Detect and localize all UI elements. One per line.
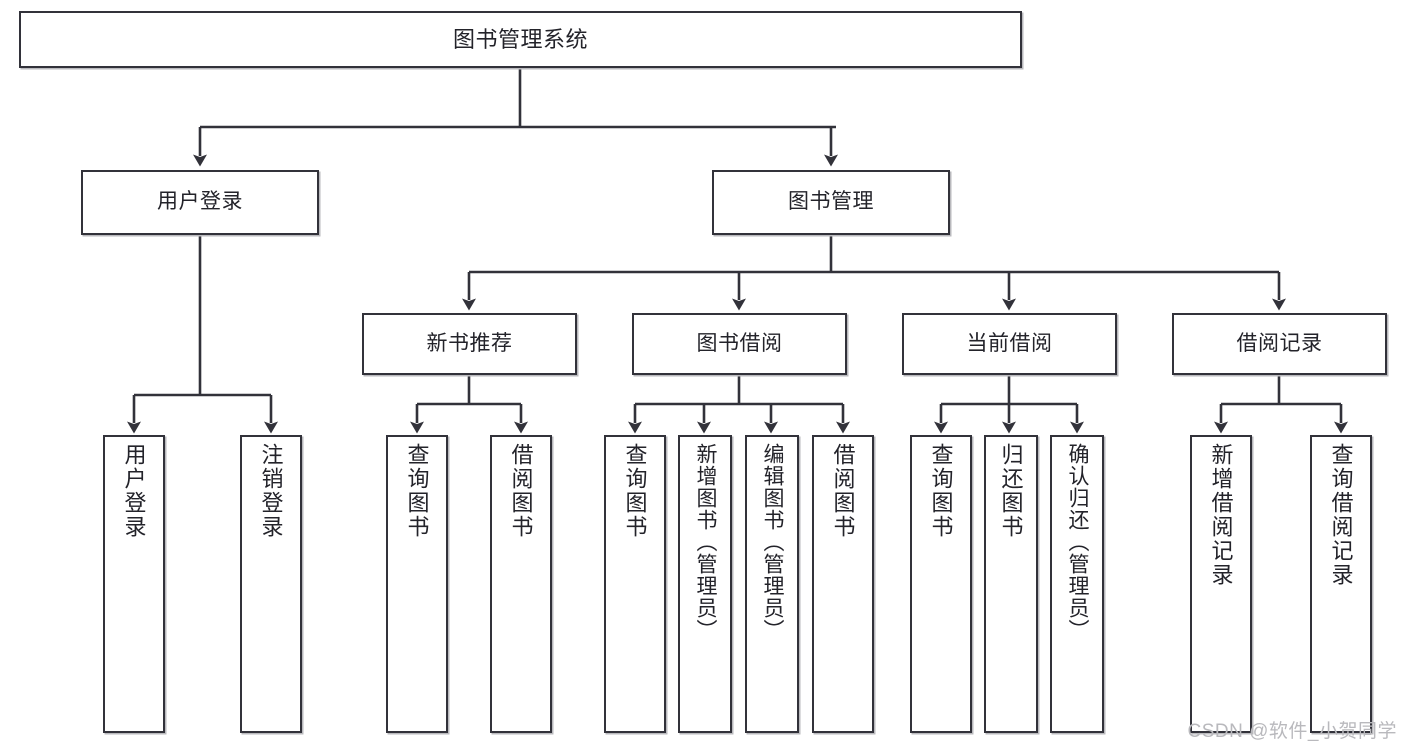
leaf-borrow-book-label: 借阅图书 xyxy=(830,443,856,539)
node-borrow-record[interactable]: 借阅记录 xyxy=(1172,313,1387,375)
leaf-query-borrow-record[interactable]: 查询借阅记录 xyxy=(1310,435,1372,733)
leaf-borrow-book-rec-label: 借阅图书 xyxy=(508,443,534,539)
node-book-borrow-label: 图书借阅 xyxy=(696,331,783,355)
leaf-edit-book-admin-label: 编辑图书（管理员） xyxy=(761,443,785,641)
leaf-borrow-book-rec[interactable]: 借阅图书 xyxy=(490,435,552,733)
node-book-management-label: 图书管理 xyxy=(788,190,874,214)
leaf-query-book-borrow[interactable]: 查询图书 xyxy=(604,435,666,733)
leaf-user-login[interactable]: 用户登录 xyxy=(103,435,165,733)
leaf-query-book-borrow-label: 查询图书 xyxy=(622,443,648,539)
leaf-add-book-admin[interactable]: 新增图书（管理员） xyxy=(678,435,732,733)
node-root[interactable]: 图书管理系统 xyxy=(19,11,1022,68)
leaf-logout-label: 注销登录 xyxy=(258,443,284,539)
node-book-management[interactable]: 图书管理 xyxy=(712,170,950,235)
watermark: CSDN @软件_小贺同学 xyxy=(1187,721,1397,742)
node-user-login-label: 用户登录 xyxy=(157,190,243,214)
leaf-return-book-label: 归还图书 xyxy=(998,443,1024,539)
leaf-edit-book-admin[interactable]: 编辑图书（管理员） xyxy=(745,435,799,733)
node-new-book-recommend-label: 新书推荐 xyxy=(426,331,513,355)
leaf-add-borrow-record-label: 新增借阅记录 xyxy=(1208,443,1234,587)
leaf-return-book[interactable]: 归还图书 xyxy=(984,435,1038,733)
leaf-add-book-admin-label: 新增图书（管理员） xyxy=(694,443,718,641)
leaf-query-book-current[interactable]: 查询图书 xyxy=(910,435,972,733)
node-user-login[interactable]: 用户登录 xyxy=(81,170,319,235)
leaf-user-login-label: 用户登录 xyxy=(121,443,147,539)
node-new-book-recommend[interactable]: 新书推荐 xyxy=(362,313,577,375)
node-book-borrow[interactable]: 图书借阅 xyxy=(632,313,847,375)
leaf-query-book-current-label: 查询图书 xyxy=(928,443,954,539)
leaf-logout[interactable]: 注销登录 xyxy=(240,435,302,733)
leaf-query-book-rec-label: 查询图书 xyxy=(404,443,430,539)
node-current-borrow-label: 当前借阅 xyxy=(966,331,1053,355)
node-borrow-record-label: 借阅记录 xyxy=(1236,331,1323,355)
leaf-borrow-book[interactable]: 借阅图书 xyxy=(812,435,874,733)
leaf-add-borrow-record[interactable]: 新增借阅记录 xyxy=(1190,435,1252,733)
node-root-label: 图书管理系统 xyxy=(452,26,588,52)
leaf-confirm-return-admin-label: 确认归还（管理员） xyxy=(1066,443,1090,641)
leaf-query-book-rec[interactable]: 查询图书 xyxy=(386,435,448,733)
leaf-confirm-return-admin[interactable]: 确认归还（管理员） xyxy=(1050,435,1104,733)
leaf-query-borrow-record-label: 查询借阅记录 xyxy=(1328,443,1354,587)
node-current-borrow[interactable]: 当前借阅 xyxy=(902,313,1117,375)
